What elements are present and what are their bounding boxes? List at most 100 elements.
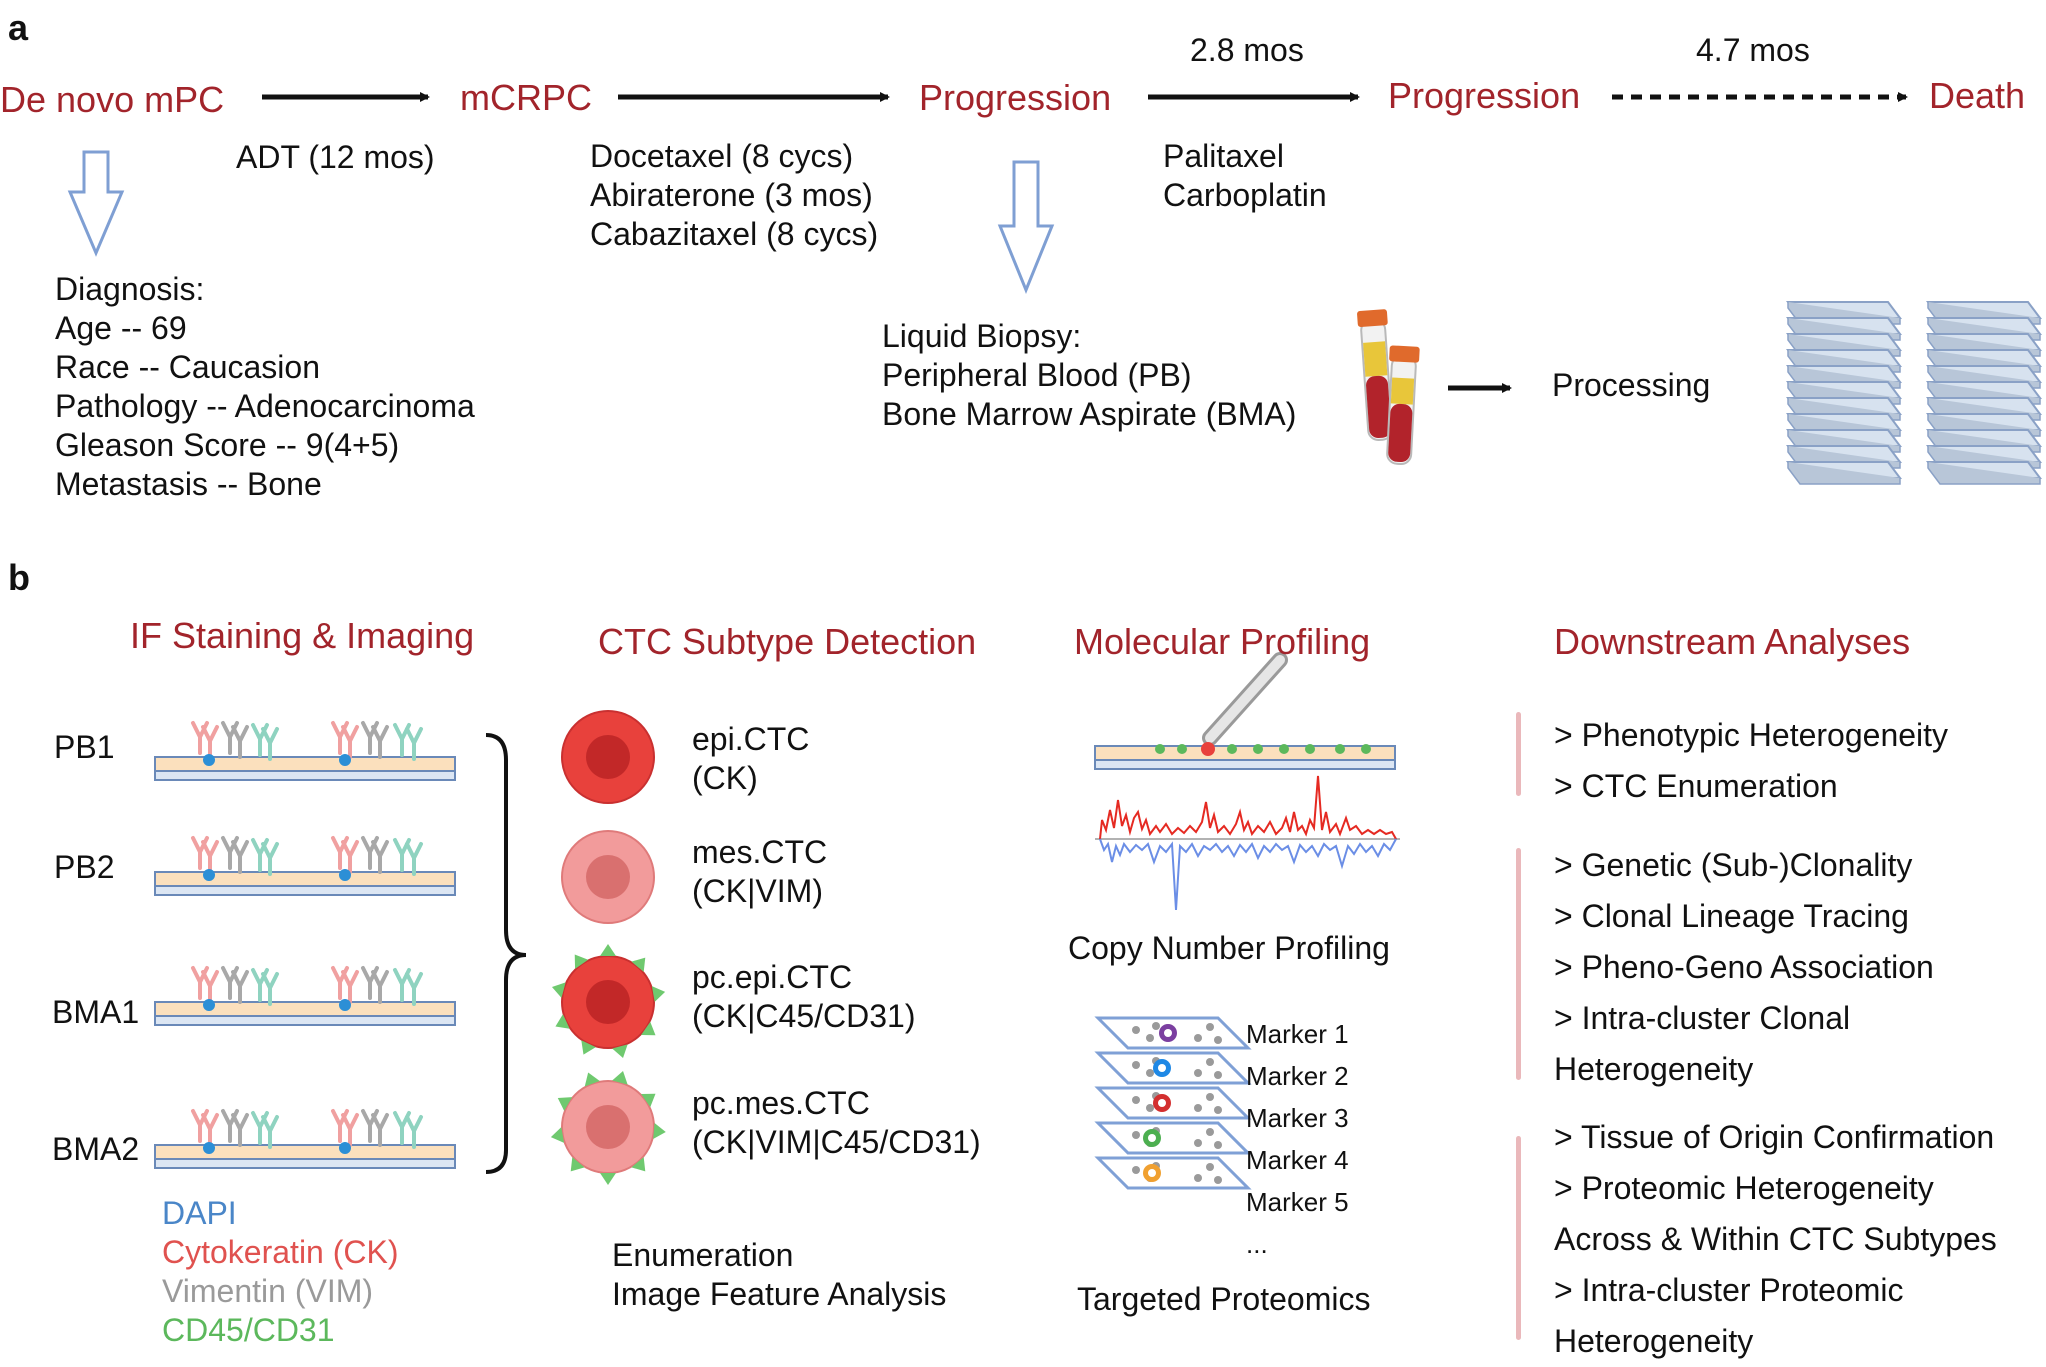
enumeration-list: Enumeration Image Feature Analysis bbox=[612, 1236, 946, 1314]
stage-progression-2: Progression bbox=[1388, 75, 1581, 116]
section-molecular-profiling: Molecular Profiling bbox=[1074, 621, 1371, 662]
marker-3: Marker 3 bbox=[1246, 1103, 1349, 1133]
image-feature-label: Image Feature Analysis bbox=[612, 1276, 947, 1312]
subtype-pc-mes-ctc-name: pc.mes.CTC bbox=[692, 1085, 870, 1121]
section-if-staining: IF Staining & Imaging bbox=[130, 615, 475, 656]
marker-list: Marker 1 Marker 2 Marker 3 Marker 4 Mark… bbox=[1246, 1013, 1349, 1265]
subtype-pc-epi-ctc-markers: (CK|C45/CD31) bbox=[692, 998, 916, 1034]
diagnosis-race: Race -- Caucasion bbox=[55, 349, 320, 385]
stage-de-novo-mpc: De novo mPC bbox=[0, 79, 225, 120]
marker-5: Marker 5 bbox=[1246, 1187, 1349, 1217]
legend-cd45-cd31: CD45/CD31 bbox=[162, 1312, 335, 1348]
diagnosis-pathology: Pathology -- Adenocarcinoma bbox=[55, 388, 475, 424]
diagnosis-list: Diagnosis: Age -- 69 Race -- Caucasion P… bbox=[55, 270, 475, 504]
treatment-adt: ADT (12 mos) bbox=[236, 139, 435, 175]
diagnosis-metastasis: Metastasis -- Bone bbox=[55, 466, 322, 502]
treatment-carboplatin: Carboplatin bbox=[1163, 177, 1327, 213]
subtype-mes-ctc-markers: (CK|VIM) bbox=[692, 873, 823, 909]
group-bar-3 bbox=[1516, 1136, 1521, 1340]
diagnosis-gleason: Gleason Score -- 9(4+5) bbox=[55, 427, 400, 463]
subtype-mes-ctc-name: mes.CTC bbox=[692, 834, 828, 870]
downstream-item: > Clonal Lineage Tracing bbox=[1554, 898, 1909, 934]
blood-tubes-icon bbox=[1357, 309, 1420, 466]
hollow-down-arrow-biopsy bbox=[997, 160, 1055, 294]
panel-b-label: b bbox=[8, 557, 30, 598]
marker-1: Marker 1 bbox=[1246, 1019, 1349, 1049]
treatment-second-line-list: Palitaxel Carboplatin bbox=[1163, 137, 1327, 215]
sample-pb1: PB1 bbox=[54, 729, 115, 765]
marker-4: Marker 4 bbox=[1246, 1145, 1349, 1175]
treatment-chemo-list: Docetaxel (8 cycs) Abiraterone (3 mos) C… bbox=[590, 137, 878, 254]
treatment-docetaxel: Docetaxel (8 cycs) bbox=[590, 138, 854, 174]
legend-dapi: DAPI bbox=[162, 1195, 237, 1231]
curly-brace bbox=[485, 733, 527, 1174]
treatment-abiraterone: Abiraterone (3 mos) bbox=[590, 177, 873, 213]
stained-slide-bma1 bbox=[155, 968, 455, 1025]
group-bar-2 bbox=[1516, 848, 1521, 1080]
downstream-group-3: > Tissue of Origin Confirmation > Proteo… bbox=[1554, 1112, 1997, 1367]
diagnosis-age: Age -- 69 bbox=[55, 310, 187, 346]
duration-label-1: 2.8 mos bbox=[1190, 32, 1304, 68]
downstream-item: > CTC Enumeration bbox=[1554, 768, 1838, 804]
processing-label: Processing bbox=[1552, 367, 1711, 403]
capture-slide-icon bbox=[1094, 742, 1396, 770]
stained-slide-pb2 bbox=[155, 838, 455, 895]
legend-vimentin: Vimentin (VIM) bbox=[162, 1273, 374, 1309]
biopsy-pb: Peripheral Blood (PB) bbox=[882, 357, 1192, 393]
cell-pc-mes-ctc-icon bbox=[549, 1068, 667, 1185]
proteomics-plates-icon bbox=[1096, 1016, 1250, 1190]
cell-pc-epi-ctc-icon bbox=[549, 944, 667, 1061]
downstream-item: > Phenotypic Heterogeneity bbox=[1554, 717, 1949, 753]
treatment-cabazitaxel: Cabazitaxel (8 cycs) bbox=[590, 216, 879, 252]
stage-death: Death bbox=[1929, 75, 2026, 116]
sample-bma2: BMA2 bbox=[52, 1131, 140, 1167]
duration-label-2: 4.7 mos bbox=[1696, 32, 1810, 68]
section-ctc-subtype: CTC Subtype Detection bbox=[598, 621, 977, 662]
diagnosis-title: Diagnosis: bbox=[55, 271, 205, 307]
downstream-item: Heterogeneity bbox=[1554, 1323, 1754, 1359]
downstream-item: Across & Within CTC Subtypes bbox=[1554, 1221, 1997, 1257]
downstream-group-2: > Genetic (Sub-)Clonality > Clonal Linea… bbox=[1554, 840, 1934, 1095]
stained-slide-pb1 bbox=[155, 723, 455, 780]
subtype-epi-ctc-markers: (CK) bbox=[692, 760, 758, 796]
biopsy-bma: Bone Marrow Aspirate (BMA) bbox=[882, 396, 1297, 432]
stained-slide-bma2 bbox=[155, 1111, 455, 1168]
marker-2: Marker 2 bbox=[1246, 1061, 1349, 1091]
hollow-down-arrow-diagnosis bbox=[67, 150, 125, 257]
subtype-pc-epi-ctc-name: pc.epi.CTC bbox=[692, 959, 853, 995]
slide-stack-icon-1 bbox=[1787, 301, 1901, 485]
downstream-item: > Tissue of Origin Confirmation bbox=[1554, 1119, 1995, 1155]
targeted-proteomics-label: Targeted Proteomics bbox=[1077, 1281, 1371, 1317]
stage-mcrpc: mCRPC bbox=[460, 77, 592, 118]
copy-number-label: Copy Number Profiling bbox=[1068, 930, 1390, 966]
slide-stack-icon-2 bbox=[1927, 301, 2041, 485]
treatment-palitaxel: Palitaxel bbox=[1163, 138, 1284, 174]
downstream-item: Heterogeneity bbox=[1554, 1051, 1754, 1087]
downstream-item: > Genetic (Sub-)Clonality bbox=[1554, 847, 1913, 883]
subtype-epi-ctc-name: epi.CTC bbox=[692, 721, 810, 757]
subtype-mes-ctc: mes.CTC (CK|VIM) bbox=[692, 833, 827, 911]
group-bar-1 bbox=[1516, 712, 1521, 796]
biopsy-title: Liquid Biopsy: bbox=[882, 318, 1082, 354]
downstream-item: > Proteomic Heterogeneity bbox=[1554, 1170, 1934, 1206]
sample-bma1: BMA1 bbox=[52, 994, 140, 1030]
marker-more: ... bbox=[1246, 1229, 1268, 1259]
downstream-item: > Pheno-Geno Association bbox=[1554, 949, 1934, 985]
subtype-pc-mes-ctc: pc.mes.CTC (CK|VIM|C45/CD31) bbox=[692, 1084, 981, 1162]
subtype-epi-ctc: epi.CTC (CK) bbox=[692, 720, 809, 798]
downstream-item: > Intra-cluster Proteomic bbox=[1554, 1272, 1904, 1308]
biopsy-list: Liquid Biopsy: Peripheral Blood (PB) Bon… bbox=[882, 317, 1296, 434]
subtype-pc-mes-ctc-markers: (CK|VIM|C45/CD31) bbox=[692, 1124, 981, 1160]
cell-epi-ctc-icon bbox=[561, 710, 655, 804]
legend-cytokeratin: Cytokeratin (CK) bbox=[162, 1234, 399, 1270]
section-downstream: Downstream Analyses bbox=[1554, 621, 1911, 662]
enumeration-label: Enumeration bbox=[612, 1237, 794, 1273]
sample-pb2: PB2 bbox=[54, 849, 115, 885]
panel-a-label: a bbox=[8, 7, 29, 48]
cell-mes-ctc-icon bbox=[561, 830, 655, 924]
subtype-pc-epi-ctc: pc.epi.CTC (CK|C45/CD31) bbox=[692, 958, 915, 1036]
pipette-icon bbox=[1202, 652, 1288, 746]
copy-number-plot bbox=[1095, 775, 1400, 911]
stage-progression-1: Progression bbox=[919, 77, 1112, 118]
